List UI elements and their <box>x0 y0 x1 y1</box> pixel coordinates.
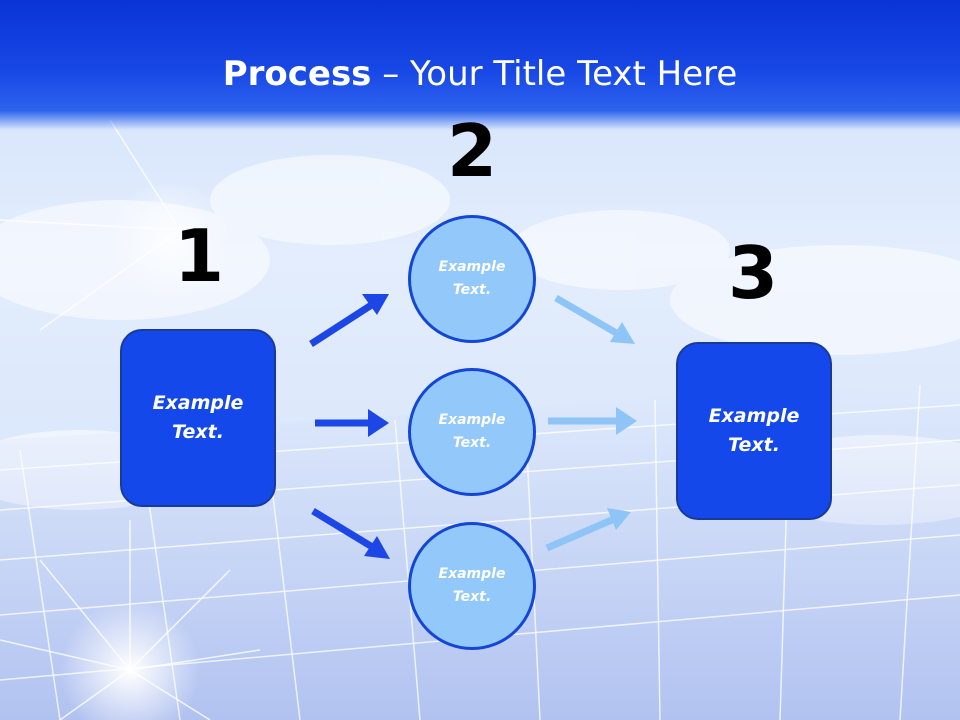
start-box: Example Text. <box>120 329 276 507</box>
circle-top-label: Example Text. <box>438 259 506 298</box>
title-bold: Process <box>222 54 372 94</box>
circle-bottom: Example Text. <box>408 522 536 650</box>
start-box-label: Example Text. <box>152 392 244 443</box>
sun-glow-top <box>110 180 230 300</box>
title-band <box>0 0 960 130</box>
end-box: Example Text. <box>676 342 832 520</box>
step-number-1: 1 <box>173 214 225 298</box>
arrow-to-bottom <box>311 508 390 559</box>
circle-bottom-label: Example Text. <box>438 566 506 605</box>
title-rest: – Your Title Text Here <box>371 54 738 94</box>
arrow-to-middle <box>315 409 389 437</box>
arrow-from-bottom <box>545 508 631 552</box>
arrow-from-middle <box>548 407 637 435</box>
sun-glow-bottom <box>60 600 200 720</box>
circle-middle-label: Example Text. <box>438 412 506 451</box>
end-box-label: Example Text. <box>708 405 800 456</box>
page-title: Process – Your Title Text Here <box>0 52 960 96</box>
circle-middle: Example Text. <box>408 368 536 496</box>
arrow-from-top <box>554 294 635 344</box>
circle-top: Example Text. <box>408 215 536 343</box>
step-number-3: 3 <box>727 231 779 315</box>
step-number-2: 2 <box>446 109 498 193</box>
arrow-to-top <box>309 294 389 347</box>
